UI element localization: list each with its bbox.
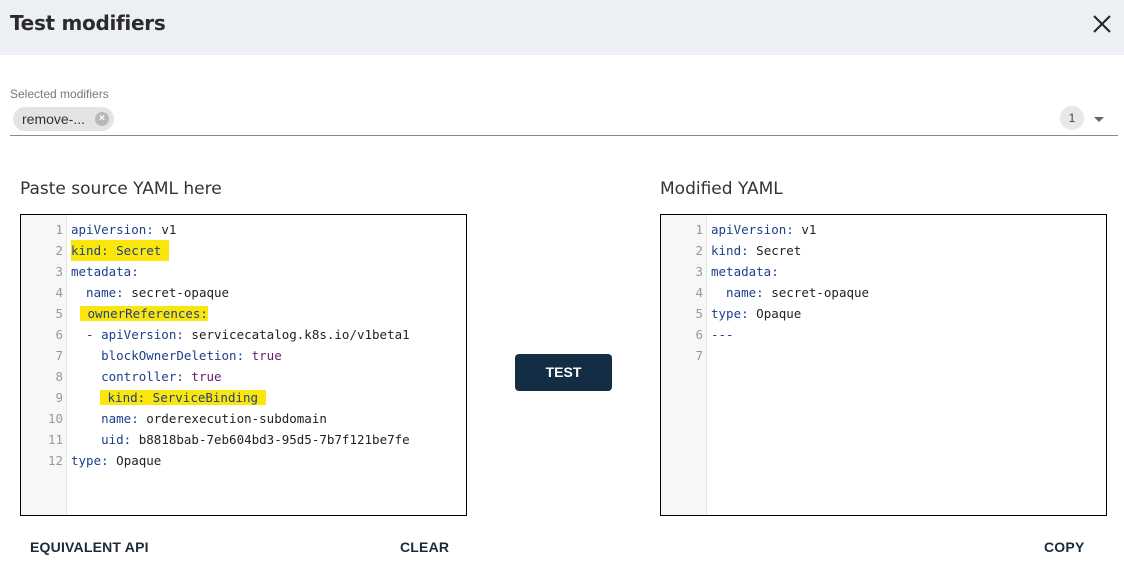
source-yaml-title: Paste source YAML here	[20, 179, 222, 199]
highlighted-token: kind: Secret	[71, 240, 169, 261]
code-line: 4 name: secret-opaque	[55, 285, 230, 300]
code-line: 11 uid: b8818bab-7eb604bd3-95d5-7b7f121b…	[47, 432, 410, 447]
code-line: 6 - apiVersion: servicecatalog.k8s.io/v1…	[55, 327, 410, 342]
code-line: 9 kind: ServiceBinding	[21, 387, 466, 408]
copy-button[interactable]: COPY	[1044, 539, 1085, 555]
modifier-chip-label: remove-...	[22, 111, 86, 127]
highlighted-token: ownerReferences:	[80, 306, 208, 321]
code-line: 7 blockOwnerDeletion: true	[55, 348, 282, 363]
dialog-title: Test modifiers	[10, 11, 166, 35]
test-button[interactable]: TEST	[515, 354, 612, 391]
highlighted-token: kind: ServiceBinding	[100, 390, 266, 405]
chevron-down-icon[interactable]	[1094, 117, 1104, 122]
code-line: 7	[695, 348, 703, 363]
selected-modifiers-label: Selected modifiers	[10, 87, 109, 101]
equivalent-api-button[interactable]: EQUIVALENT API	[30, 539, 149, 555]
code-line: 8 controller: true	[55, 369, 222, 384]
line-number-gutter	[661, 215, 707, 515]
close-button[interactable]	[1090, 12, 1114, 36]
cancel-circle-icon[interactable]: ×	[95, 112, 109, 126]
selector-underline	[10, 135, 1118, 136]
modified-yaml-title: Modified YAML	[660, 179, 783, 199]
modifier-chip[interactable]: remove-... ×	[13, 107, 114, 131]
dialog-header: Test modifiers	[0, 0, 1124, 55]
close-icon	[1093, 15, 1111, 33]
line-number-gutter	[21, 215, 67, 515]
code-line: 10 name: orderexecution-subdomain	[47, 411, 327, 426]
selected-count-badge: 1	[1060, 106, 1084, 130]
code-line: 4 name: secret-opaque	[695, 285, 870, 300]
code-line: 5 ownerReferences:	[55, 306, 208, 321]
clear-button[interactable]: CLEAR	[400, 539, 450, 555]
code-line: 6---	[695, 327, 734, 342]
